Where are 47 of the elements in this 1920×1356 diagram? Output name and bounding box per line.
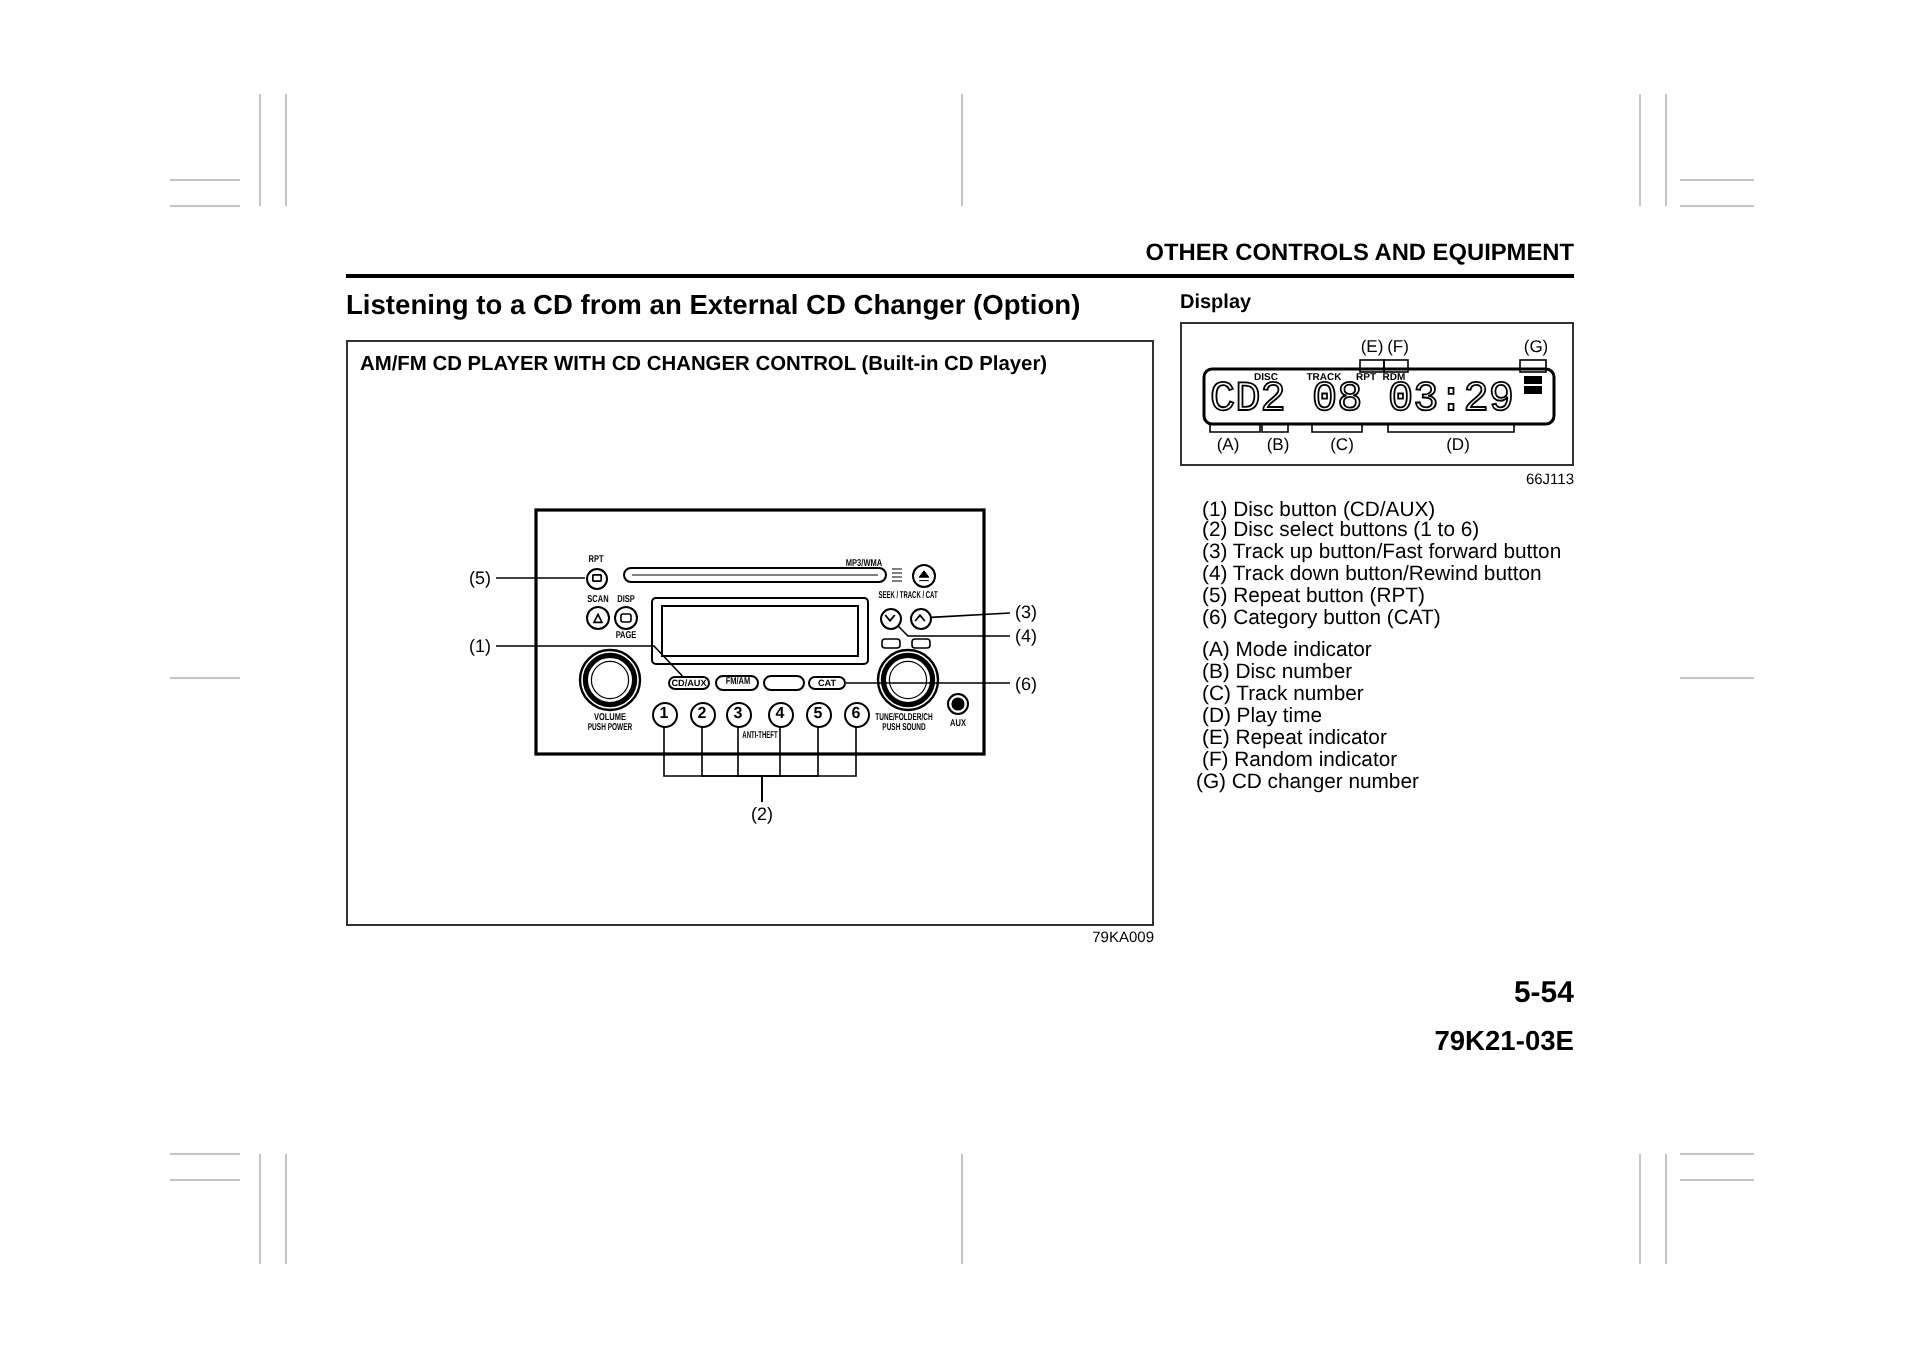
- leader-line: [897, 625, 1011, 637]
- leader-line: [930, 612, 1011, 619]
- callout-number: (5): [464, 566, 496, 590]
- callout-number: (1): [464, 634, 496, 658]
- page-number: 5-54: [1513, 978, 1574, 1008]
- reference-letter: (A): [1216, 436, 1240, 453]
- reference-letter: (F): [1387, 338, 1409, 355]
- round-button: [585, 567, 607, 589]
- callout-number: (2): [746, 802, 778, 826]
- part-description: (3) Track up button/Fast forward button: [1202, 542, 1562, 565]
- document-code: 79K21-03E: [1434, 1028, 1574, 1056]
- part-description: (4) Track down button/Rewind button: [1202, 564, 1542, 587]
- running-header: OTHER CONTROLS AND EQUIPMENT: [1145, 242, 1574, 266]
- preset-button: 2: [689, 701, 715, 727]
- leader-line: [495, 577, 586, 579]
- callout-number: (4): [1010, 624, 1042, 648]
- preset-button: 3: [725, 701, 751, 727]
- part-description: (G) CD changer number: [1196, 771, 1419, 793]
- reference-letter: (C): [1330, 436, 1354, 453]
- callout-number: (6): [1010, 671, 1042, 695]
- reference-letter: (G): [1523, 338, 1549, 355]
- part-description: (A) Mode indicator: [1202, 639, 1372, 661]
- figure-heading: AM/FM CD PLAYER WITH CD CHANGER CONTROL (Built-in CD Player): [360, 356, 1048, 377]
- preset-button: 4: [767, 701, 793, 727]
- preset-button: 6: [843, 701, 869, 727]
- leader-line: [761, 726, 857, 803]
- part-description: (B) Disc number: [1202, 661, 1353, 683]
- part-description: (D) Play time: [1202, 705, 1323, 727]
- callout-number: (3): [1010, 600, 1042, 624]
- part-description: (2) Disc select buttons (1 to 6): [1202, 520, 1480, 543]
- figure-frame: [346, 340, 1154, 926]
- part-description: (C) Track number: [1202, 683, 1364, 705]
- part-description: (5) Repeat button (RPT): [1202, 586, 1425, 609]
- part-description: (1) Disc button (CD/AUX): [1202, 499, 1436, 521]
- section-heading: Display: [1180, 294, 1252, 314]
- part-description: (F) Random indicator: [1202, 749, 1398, 771]
- round-button: [909, 607, 931, 629]
- leader-line: [495, 645, 684, 677]
- preset-button: 5: [805, 701, 831, 727]
- part-description: (6) Category button (CAT): [1202, 608, 1441, 630]
- round-button: [879, 607, 901, 629]
- part-description: (E) Repeat indicator: [1202, 727, 1387, 749]
- preset-button: 1: [651, 701, 677, 727]
- reference-letter: (B): [1266, 436, 1290, 453]
- reference-letter: (E): [1360, 338, 1384, 355]
- page-title: Listening to a CD from an External CD Changer (Option): [346, 292, 1081, 320]
- reference-letter: (D): [1446, 436, 1470, 453]
